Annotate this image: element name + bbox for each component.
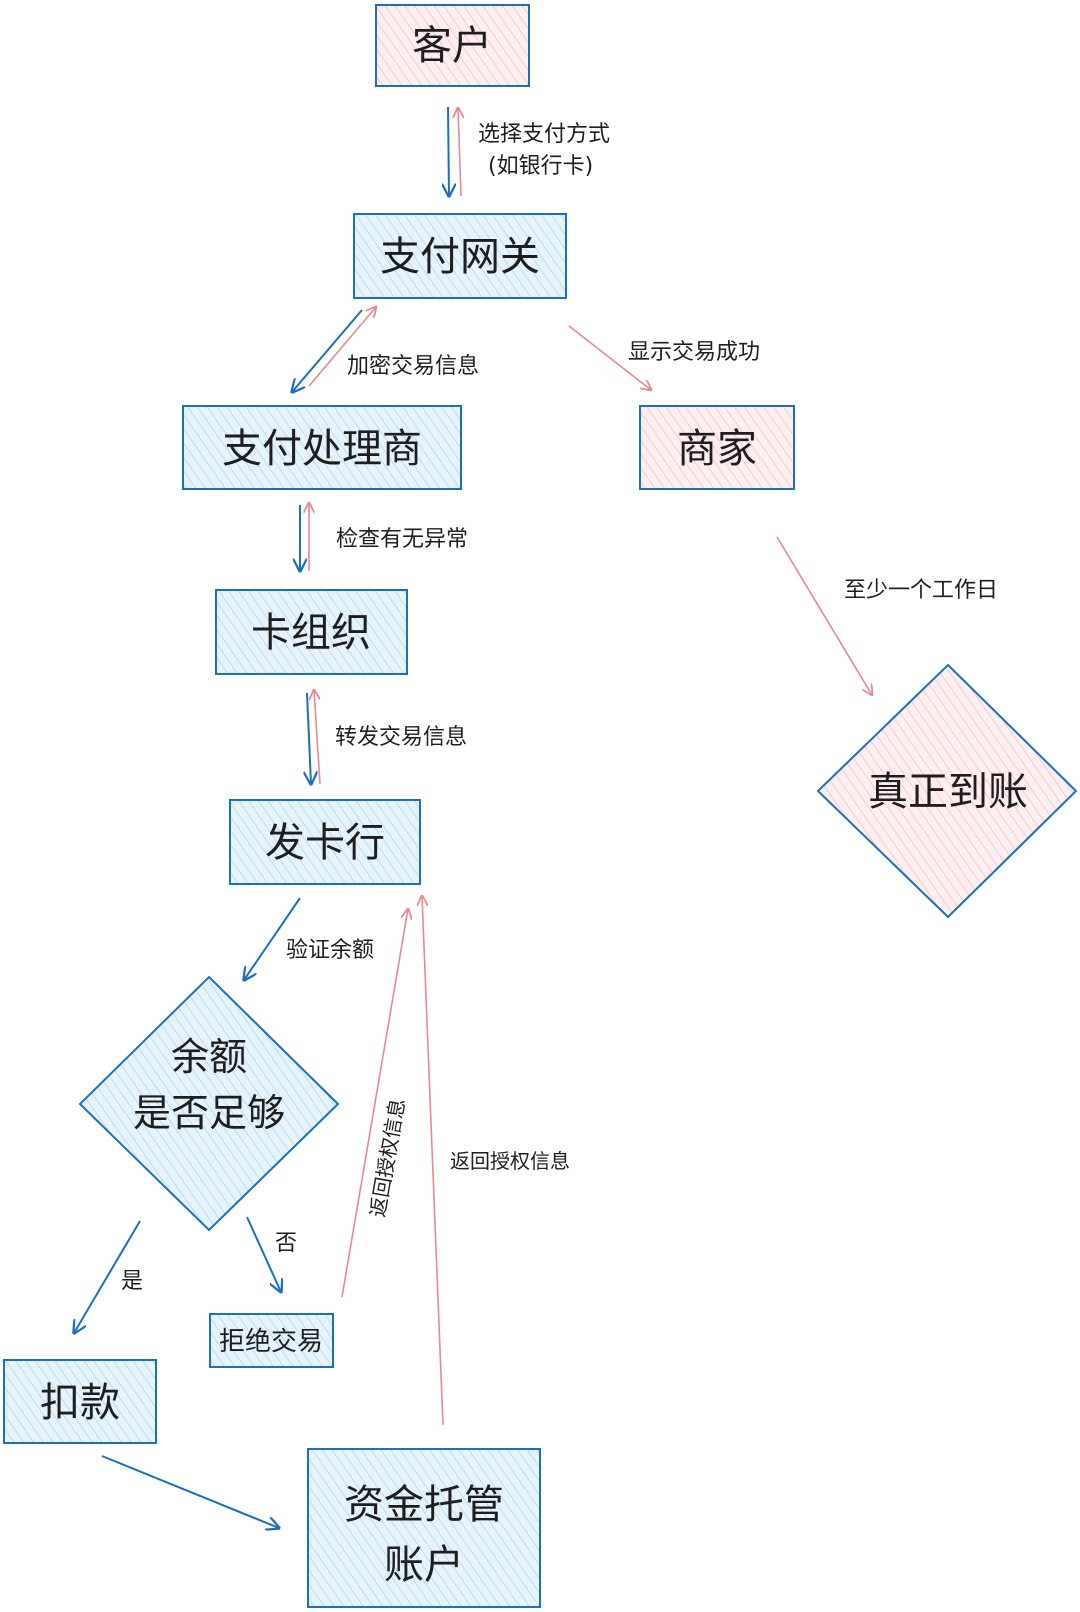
edge-label-verify-balance: 验证余额: [286, 938, 374, 963]
edge-customer-to-gateway: [448, 106, 449, 196]
node-escrow-label-1: 资金托管: [344, 1482, 504, 1528]
node-gateway: 支付网关: [353, 213, 567, 299]
node-balance-check-label-2: 是否足够: [133, 1091, 285, 1135]
node-reject-label: 拒绝交易: [219, 1327, 323, 1357]
node-settled-label: 真正到账: [868, 769, 1028, 815]
node-merchant-label: 商家: [677, 426, 757, 472]
node-processor-label: 支付处理商: [222, 426, 422, 472]
node-debit-label: 扣款: [40, 1380, 120, 1426]
node-customer: 客户: [375, 4, 530, 87]
edge-debit-to-escrow: [101, 1455, 279, 1528]
edge-label-return-auth-2: 返回授权信息: [450, 1149, 570, 1173]
node-settled: 真正到账: [816, 663, 1078, 919]
node-card-org-label: 卡组织: [251, 610, 371, 656]
node-reject: 拒绝交易: [209, 1313, 334, 1368]
edge-balance-to-debit: [74, 1220, 141, 1333]
edge-balance-to-reject: [246, 1216, 281, 1292]
edge-label-choose-payment-2: (如银行卡): [488, 154, 593, 179]
edge-gateway-to-merchant: [568, 325, 651, 390]
edge-reject-to-issuer: [341, 909, 408, 1298]
edge-merchant-to-settled: [776, 536, 872, 695]
edge-gateway-to-processor: [292, 309, 363, 392]
node-customer-label: 客户: [412, 23, 492, 69]
edge-label-choose-payment-1: 选择支付方式: [478, 122, 610, 147]
edge-card-org-to-issuer: [307, 692, 311, 784]
edge-processor-to-gateway: [308, 307, 376, 387]
node-card-org: 卡组织: [215, 589, 408, 675]
edge-label-return-auth-1: 返回授权信息: [365, 1097, 409, 1219]
node-balance-check-label-1: 余额: [171, 1035, 247, 1079]
node-escrow-label-2: 账户: [384, 1542, 464, 1588]
edge-label-at-least-one-day: 至少一个工作日: [844, 578, 998, 603]
edge-label-forward: 转发交易信息: [335, 725, 467, 750]
node-issuer: 发卡行: [229, 799, 421, 885]
node-escrow: 资金托管 账户: [307, 1448, 541, 1608]
node-debit: 扣款: [3, 1359, 157, 1444]
edge-label-yes: 是: [121, 1269, 143, 1294]
edge-label-check-anomaly: 检查有无异常: [336, 527, 468, 552]
edge-issuer-to-balance-check: [244, 897, 301, 980]
node-balance-check: 余额 是否足够: [78, 975, 340, 1232]
node-issuer-label: 发卡行: [265, 820, 385, 866]
node-gateway-label: 支付网关: [380, 234, 540, 280]
edge-gateway-to-customer: [458, 108, 461, 197]
edge-label-show-success: 显示交易成功: [628, 340, 760, 365]
edge-escrow-to-issuer: [422, 896, 444, 1426]
edge-issuer-to-card-org: [314, 690, 321, 785]
node-processor: 支付处理商: [182, 405, 462, 490]
node-merchant: 商家: [639, 405, 795, 490]
edge-label-encrypt: 加密交易信息: [347, 354, 479, 379]
edge-label-no: 否: [275, 1231, 297, 1256]
